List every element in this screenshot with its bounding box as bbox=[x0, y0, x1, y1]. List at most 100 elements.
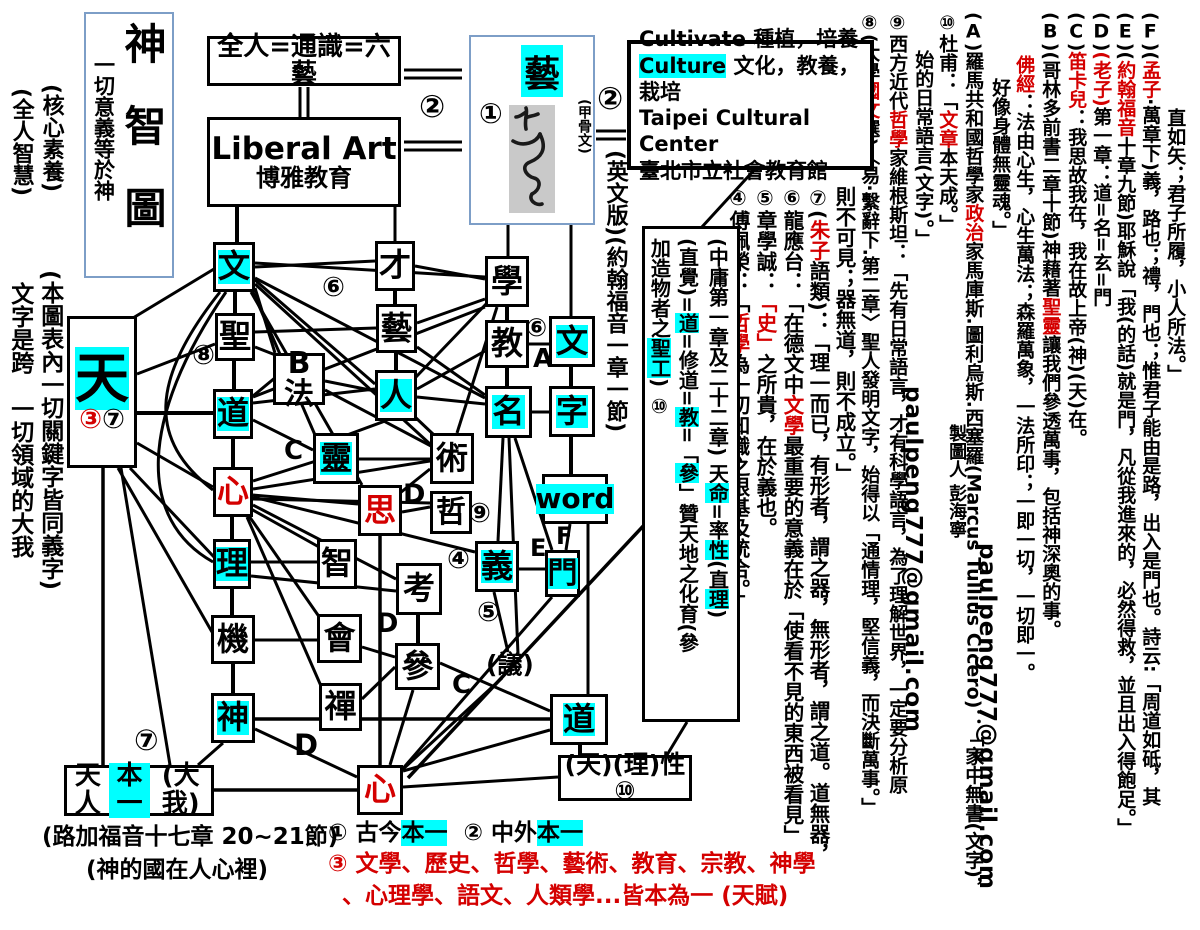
oracle-bone-glyph-image bbox=[509, 105, 555, 213]
quote-column-15: (D)(老子)第一章：道=名=玄=門 bbox=[1090, 12, 1113, 307]
node-kao: 考 bbox=[396, 563, 442, 615]
email-watermark: paulpeng777@gmail.com bbox=[900, 386, 926, 734]
zhongyong-column-1: (中庸第一章及二十二章) 天命=率性(直理) bbox=[705, 238, 730, 619]
node-xue: 學 bbox=[485, 256, 529, 307]
quote-column-4: ⑦(朱子語類)：「理一而已，有形者，謂之器，無形者，謂之道。道無器， bbox=[805, 186, 830, 865]
cultivate-line: Cultivate 種植，培養 bbox=[639, 27, 859, 52]
yi-character: 藝 bbox=[521, 45, 564, 97]
quote-column-9: ⑩杜甫：「文章本天成。」 bbox=[936, 12, 959, 234]
label-②: ② bbox=[419, 89, 446, 125]
node-ji: 機 bbox=[211, 615, 255, 664]
node-li: 理 bbox=[213, 539, 251, 589]
node-tianren: 天人本一 (大我) bbox=[64, 763, 214, 818]
label-D: D bbox=[376, 608, 399, 639]
label-F: F bbox=[556, 522, 573, 550]
liberal-art-box: Liberal Art 博雅教育 bbox=[207, 117, 401, 207]
label-C: C bbox=[284, 436, 304, 466]
label-②: ② bbox=[597, 81, 624, 117]
label-A: A bbox=[533, 344, 554, 374]
synonym-note: (本圖表內一切關鍵字皆同義字) bbox=[36, 270, 63, 591]
node-dao2: 道 bbox=[550, 694, 608, 745]
maker-credit: 製圖人 彭海寧 bbox=[946, 424, 968, 539]
quote-column-8: 始的日常語言(文字)。」 bbox=[912, 50, 935, 248]
oracle-script-caption: (甲骨文) bbox=[576, 99, 592, 154]
node-xin1: 心 bbox=[213, 467, 253, 517]
node-tianlixing: (天)(理)性 ⑩ bbox=[558, 751, 692, 804]
node-bfa: B法 bbox=[273, 347, 325, 410]
quote-column-3: ⑥龍應台：「在德文中文學最重要的意義在於「使看不見的東西被看見」 bbox=[779, 186, 804, 846]
yi-oracle-box: 藝 ① (甲骨文) bbox=[469, 35, 595, 225]
quote-column-2: ⑤章學誠：「史」之所貴，在於義也。 bbox=[752, 186, 777, 538]
quote-column-11: 好像身體無靈魂。」 bbox=[989, 78, 1012, 240]
quote-column-13: (B)(哥林多前書二章十節)神藉著聖靈讓我們參透萬事，包括神深奧的事。 bbox=[1039, 12, 1062, 639]
label-E: E bbox=[530, 534, 547, 562]
node-zhe: 哲 bbox=[430, 491, 472, 534]
origin-one-line: ① 古今本一 ② 中外本一 bbox=[328, 820, 583, 846]
quote-column-14: (C)笛卡兒：我思故我在，我在故上帝(神)(天)在。 bbox=[1065, 12, 1088, 448]
title-subtitle: 一切意義等於神 bbox=[91, 54, 116, 201]
email-watermark: paulpeng777@gmail.com bbox=[974, 543, 1000, 891]
label-D: D bbox=[294, 728, 319, 762]
quote-column-16: (E)(約翰福音十章九節)耶穌說「我(的話)就是門，凡從我進來的，必然得救，並且… bbox=[1114, 12, 1137, 837]
subjects-line-1: ③ 文學、歷史、哲學、藝術、教育、宗教、神學 bbox=[328, 851, 816, 877]
whole-person-wisdom-note: (全人智慧) bbox=[8, 88, 34, 197]
node-dao1: 道 bbox=[213, 389, 253, 439]
liberal-art-english: Liberal Art bbox=[211, 131, 397, 168]
label-④: ④ bbox=[447, 544, 470, 575]
taipei-center-chinese-line: 臺北市立社會教育館 bbox=[639, 158, 828, 183]
english-version-note: (英文版)(約翰福音一章一節) bbox=[602, 150, 628, 433]
luke-reference: (路加福音十七章 20~21節) bbox=[42, 824, 339, 850]
node-wen2: 文 bbox=[549, 316, 595, 367]
quote-column-12: 佛經：法由心生，心生萬法；森羅萬象，一法所印；一即一切，一切即一。 bbox=[1013, 55, 1036, 682]
label-⑦: ⑦ bbox=[134, 723, 159, 757]
quote-column-10: (A)羅馬共和國哲學家政治家馬庫斯.圖利烏斯.西塞羅(Marcus Tulliu… bbox=[962, 12, 985, 897]
quote-column-5: 則不可見；器無道，則不成立。」 bbox=[831, 186, 856, 484]
node-wen1: 文 bbox=[213, 242, 255, 292]
label-⑤: ⑤ bbox=[477, 597, 500, 628]
label-D: D bbox=[403, 479, 426, 510]
kingdom-note: (神的國在人心裡) bbox=[86, 857, 269, 883]
label-⑥: ⑥ bbox=[526, 313, 548, 342]
label-議: (議) bbox=[486, 650, 534, 679]
node-word: word bbox=[535, 474, 615, 524]
node-yi4: 義 bbox=[475, 541, 519, 592]
whole-person-equation-box: 全人=通識=六藝 bbox=[207, 33, 401, 88]
zhongyong-column-3: 加造物者之聖工) ⑩ bbox=[647, 238, 672, 419]
cultivate-culture-box: Cultivate 種植，培養 Culture 文化，教養，栽培 Taipei … bbox=[627, 27, 874, 183]
quote-column-7: ⑨西方近代哲學家維根斯坦：「先有日常語言，才有科學語言，為了理解世界，一定要分析… bbox=[886, 12, 909, 794]
cross-domain-note: 文字是跨 一切領域的大我 bbox=[6, 282, 33, 558]
culture-line: Culture 文化，教養，栽培 bbox=[639, 53, 860, 104]
node-yi2: 藝 bbox=[376, 304, 417, 353]
node-zhi: 智 bbox=[317, 539, 357, 589]
label-⑨: ⑨ bbox=[468, 498, 491, 529]
node-hui: 會 bbox=[317, 614, 362, 663]
subjects-line-2: 、心理學、語文、人類學...皆本為一 (天賦) bbox=[342, 883, 789, 909]
node-cai: 才 bbox=[375, 241, 415, 291]
node-ming: 名 bbox=[485, 386, 532, 438]
node-sheng: 聖 bbox=[215, 313, 255, 361]
quote-column-18: 直如矢；君子所履，小人所法。」 bbox=[1164, 108, 1187, 384]
title-box: 神智圖 一切意義等於神 bbox=[84, 12, 174, 278]
node-can: 參 bbox=[395, 643, 440, 690]
node-ren: 人 bbox=[375, 370, 417, 421]
quote-column-17: (F)(孟子·萬章下)義，路也；禮，門也；惟君子能由是路，出入是門也。詩云:「周… bbox=[1139, 12, 1162, 806]
core-literacy-note: (核心素養) bbox=[38, 84, 64, 193]
liberal-art-chinese: 博雅教育 bbox=[255, 164, 352, 193]
label-C: C bbox=[452, 670, 472, 700]
zhongyong-column-2: (直覺)=道=修道=教=「參」贊天地之化育(參 bbox=[675, 238, 700, 653]
node-ling: 靈 bbox=[313, 433, 359, 484]
node-chan: 禪 bbox=[319, 683, 362, 731]
node-xin2: 心 bbox=[357, 765, 403, 815]
node-zi: 字 bbox=[549, 386, 595, 437]
label-1-circle: ① bbox=[479, 97, 503, 130]
node-shu: 術 bbox=[430, 433, 474, 484]
node-men: 門 bbox=[545, 550, 580, 597]
node-jiao: 教 bbox=[485, 320, 529, 368]
node-shen: 神 bbox=[211, 693, 255, 743]
taipei-center-line: Taipei Cultural Center bbox=[639, 106, 811, 157]
label-⑥: ⑥ bbox=[322, 272, 345, 303]
node-si: 思 bbox=[358, 485, 402, 536]
label-⑧: ⑧ bbox=[192, 340, 215, 371]
